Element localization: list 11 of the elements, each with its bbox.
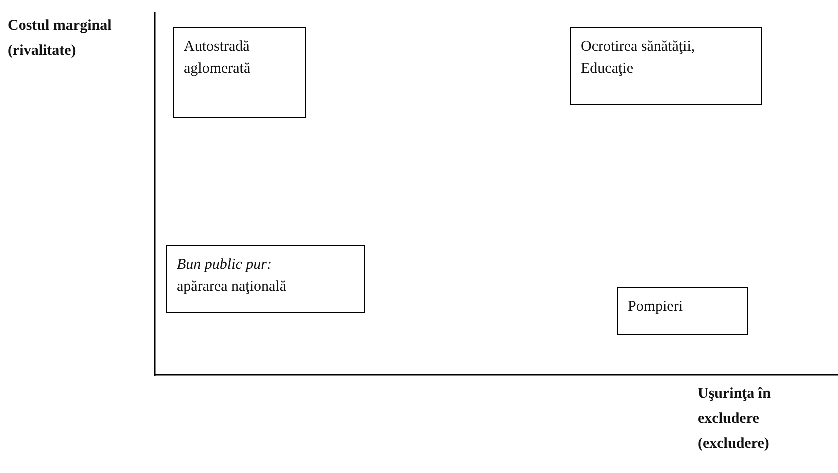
- category-box: [166, 245, 365, 313]
- box-text: apărarea naţională: [177, 278, 288, 297]
- box-text: Ocrotirea sănătăţii, Educaţie: [581, 38, 696, 79]
- box-text: Autostradă aglomerată: [184, 38, 252, 79]
- box-heading: Bun public pur:: [177, 256, 273, 275]
- box-text: Pompieri: [628, 298, 684, 317]
- axis-title: Costul marginal (rivalitate): [8, 17, 113, 61]
- category-box: [617, 287, 748, 335]
- category-box: [173, 27, 306, 118]
- category-box: [570, 27, 762, 105]
- axis-title: Uşurinţa în excludere (excludere): [698, 385, 772, 454]
